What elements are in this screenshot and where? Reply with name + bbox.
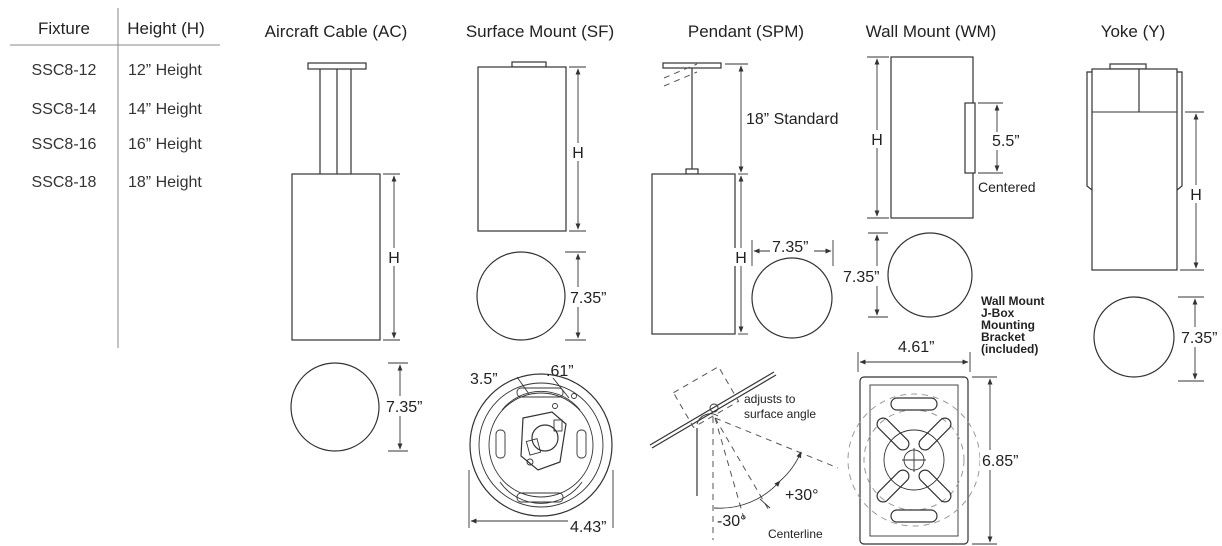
height-label: H xyxy=(388,250,400,267)
diameter-label: 7.35” xyxy=(772,239,808,256)
fixture-plan-circle xyxy=(751,257,833,339)
fixture-body xyxy=(651,173,736,335)
view-title: Pendant (SPM) xyxy=(688,22,804,41)
fixture-plan-circle xyxy=(290,362,380,452)
diameter-label: 7.35” xyxy=(570,290,606,307)
wall-mount-view: Wall Mount (WM) H 5.5” Centered 7.35” Wa… xyxy=(842,22,1048,545)
height-label: H xyxy=(572,145,584,162)
yoke-top-plate xyxy=(1109,63,1147,70)
diameter-label: 7.35” xyxy=(843,269,879,286)
table-header-fixture: Fixture xyxy=(38,19,90,38)
fixture-body xyxy=(1091,68,1178,271)
canopy xyxy=(307,62,367,70)
centered-label: Centered xyxy=(978,179,1036,195)
view-title: Aircraft Cable (AC) xyxy=(265,22,408,41)
bracket-note-line: Wall Mount xyxy=(981,294,1045,308)
bracket-height-label: 6.85” xyxy=(982,453,1018,470)
table-cell-height: 14” Height xyxy=(128,101,202,118)
yoke-arm xyxy=(1176,71,1183,191)
stem-label: 18” Standard xyxy=(746,111,839,128)
bracket-note-line: J-Box xyxy=(981,306,1015,320)
canopy xyxy=(662,62,722,69)
adjust-note-line-1: adjusts to xyxy=(744,392,796,406)
height-table: Fixture Height (H) SSC8-12 12” Height SS… xyxy=(10,8,220,348)
fixture-plan-circle xyxy=(887,232,973,318)
minus-angle-label: -30° xyxy=(717,513,747,530)
plate-dimension-b: .61” xyxy=(546,363,574,380)
view-title: Yoke (Y) xyxy=(1101,22,1166,41)
surface-mount-view: Surface Mount (SF) H 7.35” xyxy=(466,22,614,536)
table-cell-height: 12” Height xyxy=(128,62,202,79)
bracket-width-label: 4.61” xyxy=(898,339,934,356)
plus-angle-label: +30° xyxy=(785,487,819,504)
yoke-arm xyxy=(1086,71,1093,191)
fixture-plan-circle xyxy=(476,251,566,341)
wall-plate xyxy=(964,102,976,174)
offset-label: 5.5” xyxy=(992,133,1020,150)
yoke-view: Yoke (Y) H 7.35” xyxy=(1086,22,1222,382)
canopy xyxy=(511,61,547,68)
table-cell-fixture: SSC8-14 xyxy=(32,101,97,118)
view-title: Wall Mount (WM) xyxy=(866,22,997,41)
height-label: H xyxy=(735,250,747,267)
aircraft-cable-view: Aircraft Cable (AC) H 7.35” xyxy=(265,22,424,452)
plate-dimension-a: 3.5” xyxy=(470,371,498,388)
fixture-body xyxy=(890,56,974,219)
plate-width-label: 4.43” xyxy=(570,519,606,536)
fixture-plan-circle xyxy=(1093,296,1175,378)
swivel-angle-diagram xyxy=(649,365,839,540)
table-cell-height: 16” Height xyxy=(128,136,202,153)
table-cell-height: 18” Height xyxy=(128,174,202,191)
adjust-note-line-2: surface angle xyxy=(744,407,816,421)
table-cell-fixture: SSC8-18 xyxy=(32,174,97,191)
table-cell-fixture: SSC8-16 xyxy=(32,136,97,153)
diameter-label: 7.35” xyxy=(1181,330,1217,347)
fixture-body xyxy=(291,173,381,341)
bracket-note: Wall Mount J-Box Mounting Bracket (inclu… xyxy=(981,294,1048,356)
centerline-label: Centerline xyxy=(768,527,823,541)
bracket-note-line: (included) xyxy=(981,342,1038,356)
jbox-bracket xyxy=(847,352,997,545)
view-title: Surface Mount (SF) xyxy=(466,22,614,41)
bracket-note-line: Bracket xyxy=(981,330,1025,344)
height-label: H xyxy=(871,132,883,149)
mounting-plate xyxy=(468,373,614,528)
height-label: H xyxy=(1190,187,1202,204)
table-header-height: Height (H) xyxy=(127,19,204,38)
bracket-note-line: Mounting xyxy=(981,318,1035,332)
diameter-label: 7.35” xyxy=(386,399,422,416)
table-cell-fixture: SSC8-12 xyxy=(32,62,97,79)
pendant-view: Pendant (SPM) 18” Standard H 7.35” xyxy=(649,22,839,541)
fixture-body xyxy=(477,66,567,232)
